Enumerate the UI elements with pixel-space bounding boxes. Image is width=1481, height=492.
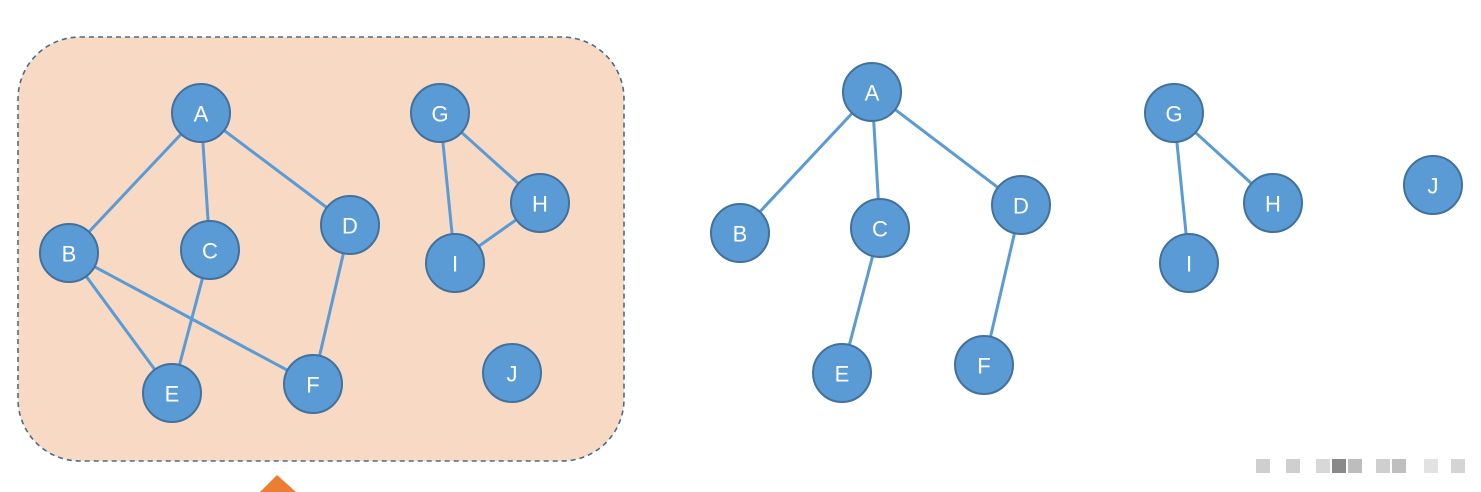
- forest-node-circle: [850, 198, 910, 258]
- forest-node-i: I: [1159, 233, 1219, 293]
- graph-node-circle: [39, 223, 99, 283]
- graph-node-h: H: [510, 173, 570, 233]
- forest-node-label: C: [872, 217, 888, 242]
- forest-nodes: A B C D E F G H I J: [710, 62, 1463, 403]
- forest-node-label: J: [1428, 174, 1439, 199]
- watermark-block: [1286, 459, 1300, 473]
- forest-node-a: A: [842, 62, 902, 122]
- graph-node-label: B: [62, 242, 77, 267]
- graph-node-j: J: [482, 343, 542, 403]
- graph-node-circle: [171, 83, 231, 143]
- graph-node-label: E: [165, 382, 180, 407]
- forest-node-circle: [812, 343, 872, 403]
- watermark-block: [1451, 459, 1465, 473]
- graph-node-label: G: [431, 102, 448, 127]
- graph-node-e: E: [142, 363, 202, 423]
- graph-node-circle: [482, 343, 542, 403]
- forest-node-label: I: [1186, 252, 1192, 277]
- forest-node-circle: [710, 203, 770, 263]
- graph-node-circle: [180, 220, 240, 280]
- watermark-block: [1424, 459, 1438, 473]
- forest-node-circle: [1243, 173, 1303, 233]
- callout-arrow: [260, 475, 296, 492]
- graph-edge-a-b: [67, 111, 203, 255]
- graph-node-a: A: [171, 83, 231, 143]
- graph-node-label: D: [342, 214, 358, 239]
- forest-node-circle: [1159, 233, 1219, 293]
- forest-node-circle: [842, 62, 902, 122]
- watermark-block: [1316, 459, 1330, 473]
- graph-node-label: J: [507, 362, 518, 387]
- graph-node-circle: [283, 354, 343, 414]
- graph-node-circle: [320, 195, 380, 255]
- forest-node-d: D: [991, 175, 1051, 235]
- forest-node-g: G: [1144, 83, 1204, 143]
- graph-node-label: F: [306, 373, 319, 398]
- watermark-block: [1376, 459, 1390, 473]
- graph-node-g: G: [410, 83, 470, 143]
- watermark-block: [1392, 459, 1406, 473]
- graph-node-circle: [410, 83, 470, 143]
- forest-node-e: E: [812, 343, 872, 403]
- forest-node-circle: [991, 175, 1051, 235]
- watermark-blocks: [1256, 459, 1465, 473]
- graph-node-label: I: [452, 252, 458, 277]
- forest-node-label: E: [835, 362, 850, 387]
- graph-node-circle: [425, 233, 485, 293]
- graph-node-label: C: [202, 239, 218, 264]
- graph-node-label: H: [532, 192, 548, 217]
- forest-node-label: D: [1013, 194, 1029, 219]
- forest-node-label: A: [865, 81, 880, 106]
- graph-node-circle: [142, 363, 202, 423]
- graph-nodes: A B C D E F G H I J: [39, 83, 570, 423]
- forest-node-label: H: [1265, 192, 1281, 217]
- forest-node-circle: [1403, 155, 1463, 215]
- forest-node-circle: [954, 335, 1014, 395]
- forest-node-label: B: [733, 222, 748, 247]
- forest-node-label: G: [1165, 102, 1182, 127]
- graph-node-b: B: [39, 223, 99, 283]
- forest-node-b: B: [710, 203, 770, 263]
- graph-node-i: I: [425, 233, 485, 293]
- graph-node-f: F: [283, 354, 343, 414]
- forest-node-circle: [1144, 83, 1204, 143]
- forest-edge-a-b: [738, 90, 874, 235]
- graph-edge-a-d: [200, 111, 351, 227]
- graph-node-d: D: [320, 195, 380, 255]
- watermark-block: [1332, 459, 1346, 473]
- forest-node-label: F: [977, 354, 990, 379]
- graph-node-c: C: [180, 220, 240, 280]
- graph-node-circle: [510, 173, 570, 233]
- forest-node-j: J: [1403, 155, 1463, 215]
- forest-node-f: F: [954, 335, 1014, 395]
- watermark-block: [1256, 459, 1270, 473]
- watermark-block: [1348, 459, 1362, 473]
- forest-node-c: C: [850, 198, 910, 258]
- graph-node-label: A: [194, 102, 209, 127]
- forest-edge-a-d: [871, 90, 1022, 207]
- forest-node-h: H: [1243, 173, 1303, 233]
